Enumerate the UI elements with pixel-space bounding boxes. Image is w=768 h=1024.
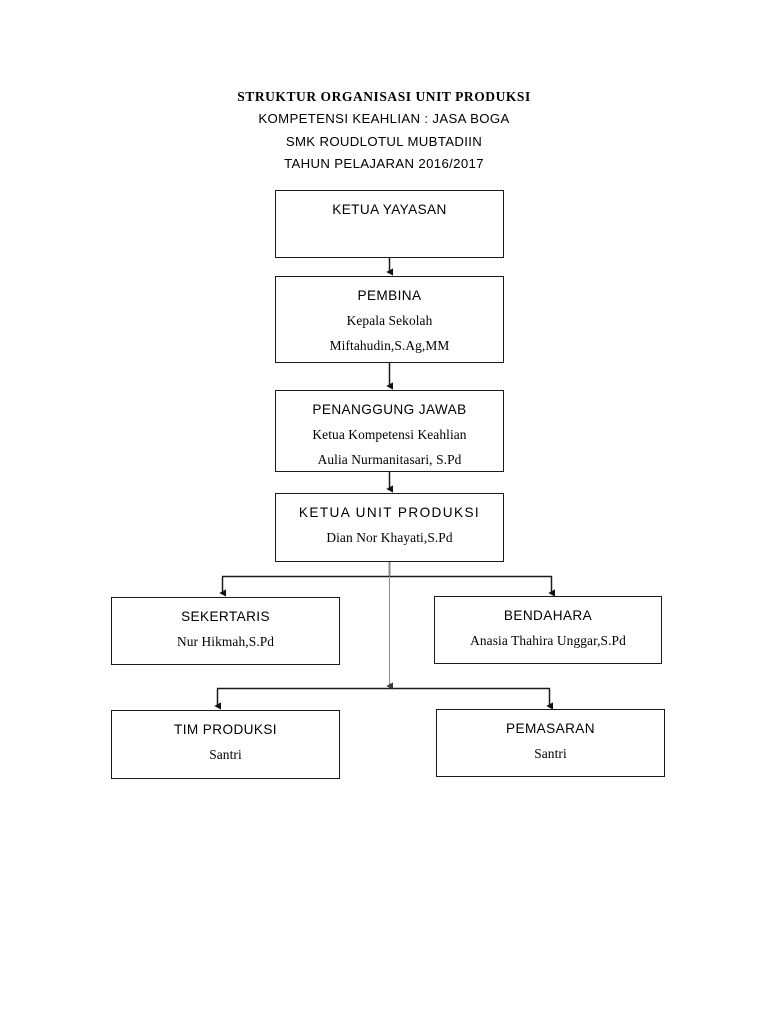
competency-subtitle: KOMPETENSI KEAHLIAN : JASA BOGA bbox=[258, 111, 510, 126]
node-ketua-unit-produksi[interactable]: KETUA UNIT PRODUKSI Dian Nor Khayati,S.P… bbox=[275, 493, 504, 562]
node-ketua-yayasan[interactable]: KETUA YAYASAN bbox=[275, 190, 504, 258]
node-pemasaran[interactable]: PEMASARAN Santri bbox=[436, 709, 665, 777]
node-role: PEMASARAN bbox=[506, 721, 595, 736]
node-role: KETUA UNIT PRODUKSI bbox=[298, 505, 481, 520]
chart-header: STRUKTUR ORGANISASI UNIT PRODUKSI KOMPET… bbox=[0, 86, 768, 176]
node-person: Santri bbox=[534, 746, 567, 761]
node-role: SEKERTARIS bbox=[181, 609, 270, 624]
node-role: KETUA YAYASAN bbox=[332, 202, 447, 217]
node-person: Miftahudin,S.Ag,MM bbox=[329, 338, 450, 353]
node-person: Dian Nor Khayati,S.Pd bbox=[326, 530, 453, 545]
academic-year: TAHUN PELAJARAN 2016/2017 bbox=[284, 156, 484, 171]
node-role: TIM PRODUKSI bbox=[174, 722, 277, 737]
node-person: Anasia Thahira Unggar,S.Pd bbox=[470, 633, 626, 648]
node-person: Nur Hikmah,S.Pd bbox=[176, 634, 275, 649]
node-penanggung-jawab[interactable]: PENANGGUNG JAWAB Ketua Kompetensi Keahli… bbox=[275, 390, 504, 472]
page-title: STRUKTUR ORGANISASI UNIT PRODUKSI bbox=[237, 89, 531, 104]
node-subrole: Kepala Sekolah bbox=[346, 313, 433, 328]
node-pembina[interactable]: PEMBINA Kepala Sekolah Miftahudin,S.Ag,M… bbox=[275, 276, 504, 363]
node-bendahara[interactable]: BENDAHARA Anasia Thahira Unggar,S.Pd bbox=[434, 596, 662, 664]
node-role: BENDAHARA bbox=[503, 608, 593, 623]
node-sekertaris[interactable]: SEKERTARIS Nur Hikmah,S.Pd bbox=[111, 597, 340, 665]
node-person: Aulia Nurmanitasari, S.Pd bbox=[317, 452, 462, 467]
school-name: SMK ROUDLOTUL MUBTADIIN bbox=[285, 133, 483, 149]
node-tim-produksi[interactable]: TIM PRODUKSI Santri bbox=[111, 710, 340, 779]
node-subrole: Ketua Kompetensi Keahlian bbox=[312, 427, 467, 442]
node-role: PEMBINA bbox=[357, 288, 422, 303]
node-person: Santri bbox=[209, 747, 242, 762]
node-role: PENANGGUNG JAWAB bbox=[312, 402, 467, 417]
